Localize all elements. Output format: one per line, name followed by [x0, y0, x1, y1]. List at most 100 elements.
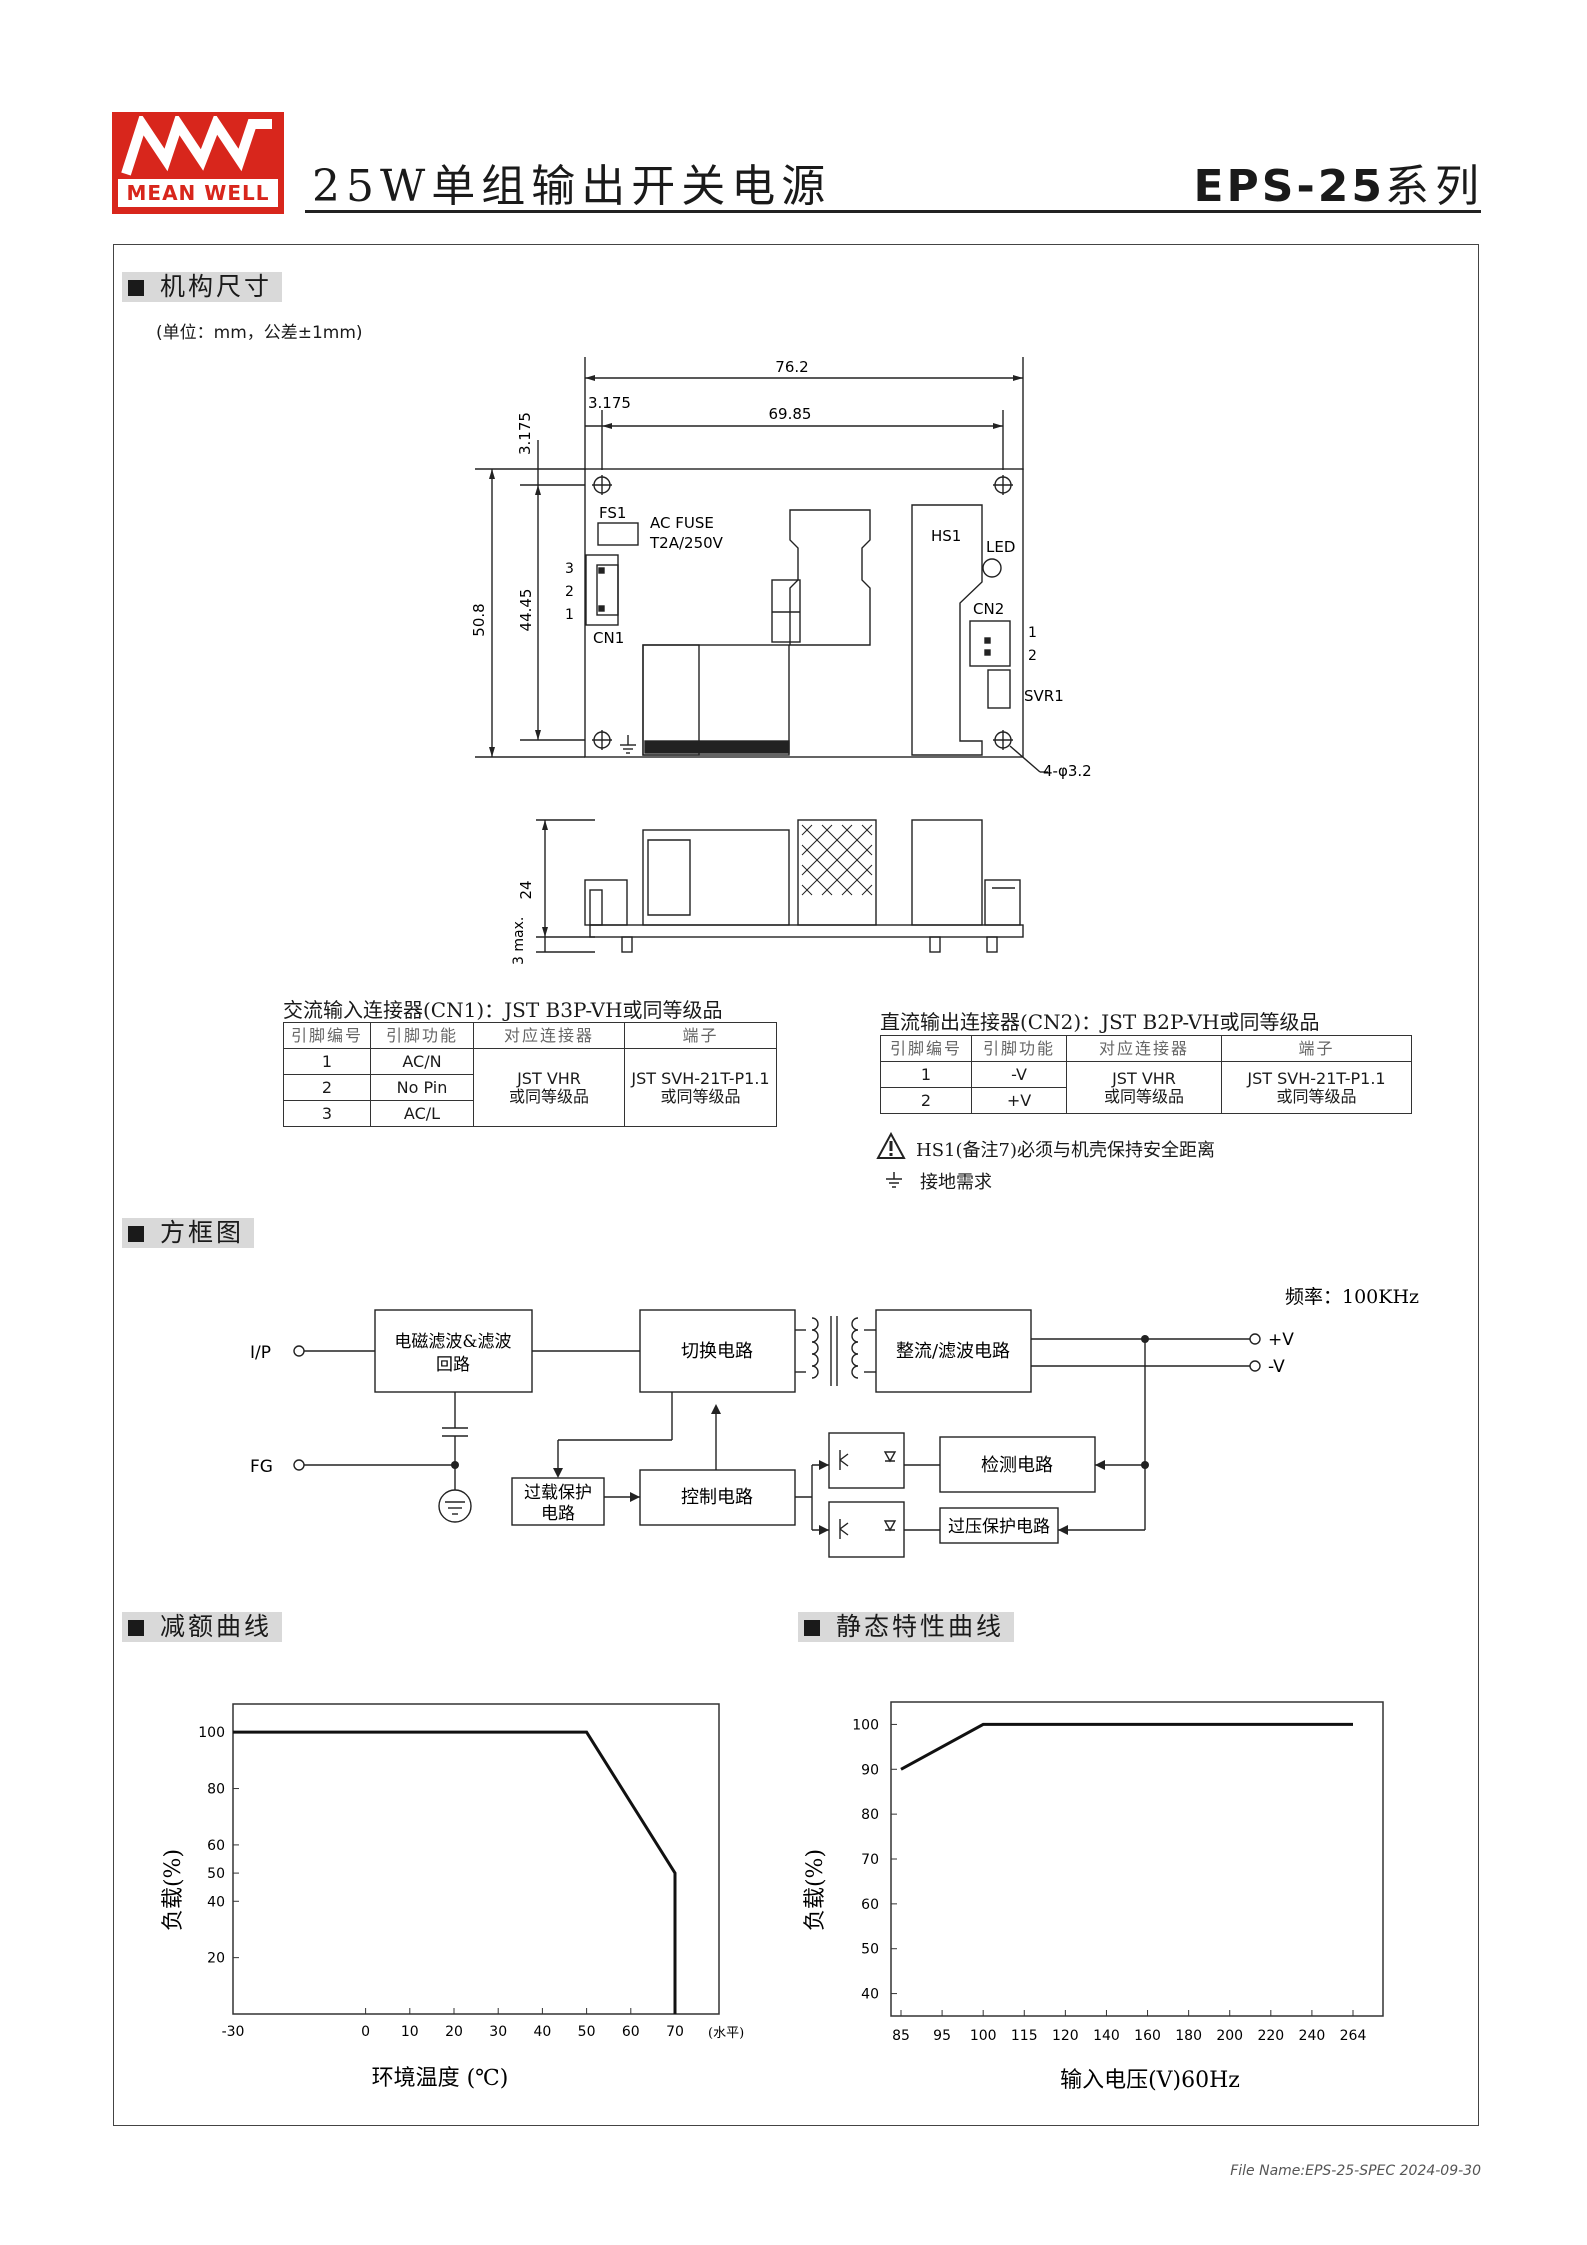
section-header-mechanical: 机构尺寸 [122, 272, 283, 302]
label-detect: 检测电路 [981, 1455, 1053, 1476]
y-tick-label: 70 [861, 1852, 879, 1868]
label-switch: 切换电路 [681, 1341, 753, 1362]
square-bullet-icon [128, 280, 144, 296]
table-cell-mating: JST VHR 或同等级品 [1066, 1061, 1222, 1114]
label-cn1: CN1 [593, 629, 624, 647]
cn1-table: 引脚编号 引脚功能 对应连接器 端子 1 AC/N JST VHR 或同等级品 … [283, 1022, 777, 1127]
label-cn1-pin1: 1 [565, 607, 574, 623]
dim-holes: 4-φ3.2 [1043, 762, 1092, 780]
square-bullet-icon [128, 1620, 144, 1636]
x-axis-label: 输入电压(V)60Hz [1060, 2068, 1240, 2093]
label-emi: 电磁滤波&滤波 [394, 1332, 511, 1352]
section-title: 机构尺寸 [160, 272, 273, 301]
logo-wordmark: MEAN WELL [118, 179, 278, 207]
mean-well-logo: MEAN WELL [112, 112, 284, 214]
x-tick-label: 240 [1299, 2028, 1326, 2044]
section-title: 减额曲线 [160, 1612, 273, 1641]
table-cell: AC/N [370, 1048, 474, 1075]
x-tick-label: 60 [622, 2024, 640, 2040]
unit-note: (单位：mm，公差±1mm) [156, 323, 363, 343]
table-cell: 1 [283, 1048, 371, 1075]
label-fuse-rating: T2A/250V [649, 534, 724, 552]
y-axis-label: 负载(%) [161, 1849, 186, 1931]
table-cell: No Pin [370, 1074, 474, 1101]
table-cell: -V [971, 1061, 1067, 1088]
dim-hole-spacing-y: 44.45 [517, 589, 535, 632]
section-title: 方框图 [160, 1218, 245, 1247]
y-tick-label: 40 [207, 1894, 225, 1910]
y-tick-label: 40 [861, 1987, 879, 2003]
section-title: 静态特性曲线 [836, 1612, 1005, 1641]
y-tick-label: 100 [852, 1717, 879, 1733]
table-header: 端子 [624, 1022, 777, 1049]
series-suffix: 系列 [1385, 161, 1485, 212]
dim-component-height: 24 [517, 880, 535, 899]
label-cn2-pin2: 2 [1028, 648, 1037, 664]
static-series-line [900, 1722, 1353, 1771]
optocoupler-1 [828, 1432, 905, 1489]
dim-width-total: 76.2 [775, 358, 808, 376]
x-tick-label: 160 [1134, 2028, 1161, 2044]
ovp-block [939, 1507, 1059, 1544]
table-cell: AC/L [370, 1100, 474, 1127]
table-cell-terminal: JST SVH-21T-P1.1 或同等级品 [624, 1048, 777, 1127]
plot-area [232, 1703, 720, 2015]
x-tick-label: 30 [489, 2024, 507, 2040]
table-header: 引脚编号 [880, 1035, 972, 1062]
cn1-title: 交流输入连接器(CN1)：JST B3P-VH或同等级品 [283, 998, 723, 1022]
section-header-static: 静态特性曲线 [798, 1612, 1015, 1642]
section-header-block-diagram: 方框图 [122, 1218, 255, 1248]
table-cell: 3 [283, 1100, 371, 1127]
table-cell-mating: JST VHR 或同等级品 [473, 1048, 625, 1127]
cn2-table: 引脚编号 引脚功能 对应连接器 端子 1 -V JST VHR 或同等级品 JS… [880, 1035, 1412, 1114]
x-tick-label: 95 [933, 2028, 951, 2044]
hs1-note: HS1(备注7)必须与机壳保持安全距离 [916, 1140, 1215, 1161]
x-tick-label: 140 [1093, 2028, 1120, 2044]
x-tick-label: 70 [666, 2024, 684, 2040]
label-svr1: SVR1 [1024, 687, 1064, 705]
mechanical-drawing: 76.2 3.175 69.85 3.175 50.8 44.45 24 3 m… [470, 357, 1092, 965]
page-title: 25W单组输出开关电源 [312, 161, 832, 212]
y-tick-label: 50 [861, 1942, 879, 1958]
label-emi-2: 回路 [436, 1355, 470, 1375]
y-tick-label: 90 [861, 1762, 879, 1778]
warning-icon [876, 1132, 906, 1159]
x-tick-label: 85 [892, 2028, 910, 2044]
label-fs1: FS1 [599, 504, 626, 522]
dim-hole-spacing-x: 69.85 [769, 405, 812, 423]
label-olp-2: 电路 [541, 1504, 575, 1524]
square-bullet-icon [804, 1620, 820, 1636]
block-diagram: 频率：100KHz I/P FG +V -V 电磁滤波&滤波 回路 切换电路 整… [250, 1286, 1419, 1558]
header-rule [305, 210, 1481, 213]
table-cell: 2 [283, 1074, 371, 1101]
mw-logo-icon [121, 116, 272, 176]
x-tick-label: 200 [1216, 2028, 1243, 2044]
derating-series-line [233, 1730, 677, 2014]
x-tick-label: 10 [401, 2024, 419, 2040]
x-tick-label: 115 [1011, 2028, 1038, 2044]
label-olp: 过载保护 [524, 1483, 592, 1503]
y-tick-label: 20 [207, 1951, 225, 1967]
table-header: 端子 [1221, 1035, 1412, 1062]
dim-pin-length: 3 max. [511, 917, 527, 965]
label-cn1-pin3: 3 [565, 561, 574, 577]
y-axis-label: 负载(%) [803, 1849, 828, 1931]
y-tick-label: 100 [198, 1725, 225, 1741]
cn2-title: 直流输出连接器(CN2)：JST B2P-VH或同等级品 [880, 1010, 1320, 1034]
section-header-derating: 减额曲线 [122, 1612, 283, 1642]
x-tick-label: 100 [970, 2028, 997, 2044]
dim-offset-y: 3.175 [516, 412, 534, 455]
label-neg-v: -V [1268, 1357, 1285, 1377]
y-tick-label: 80 [861, 1807, 879, 1823]
label-control: 控制电路 [681, 1487, 753, 1508]
table-header: 引脚功能 [370, 1022, 474, 1049]
label-cn1-pin2: 2 [565, 584, 574, 600]
x-tick-label: 0 [361, 2024, 370, 2040]
x-tick-label: -30 [222, 2024, 245, 2040]
series-title: EPS-25系列 [1194, 150, 1486, 214]
x-tick-label: 20 [445, 2024, 463, 2040]
table-header: 引脚编号 [283, 1022, 371, 1049]
x-tick-label: 40 [533, 2024, 551, 2040]
